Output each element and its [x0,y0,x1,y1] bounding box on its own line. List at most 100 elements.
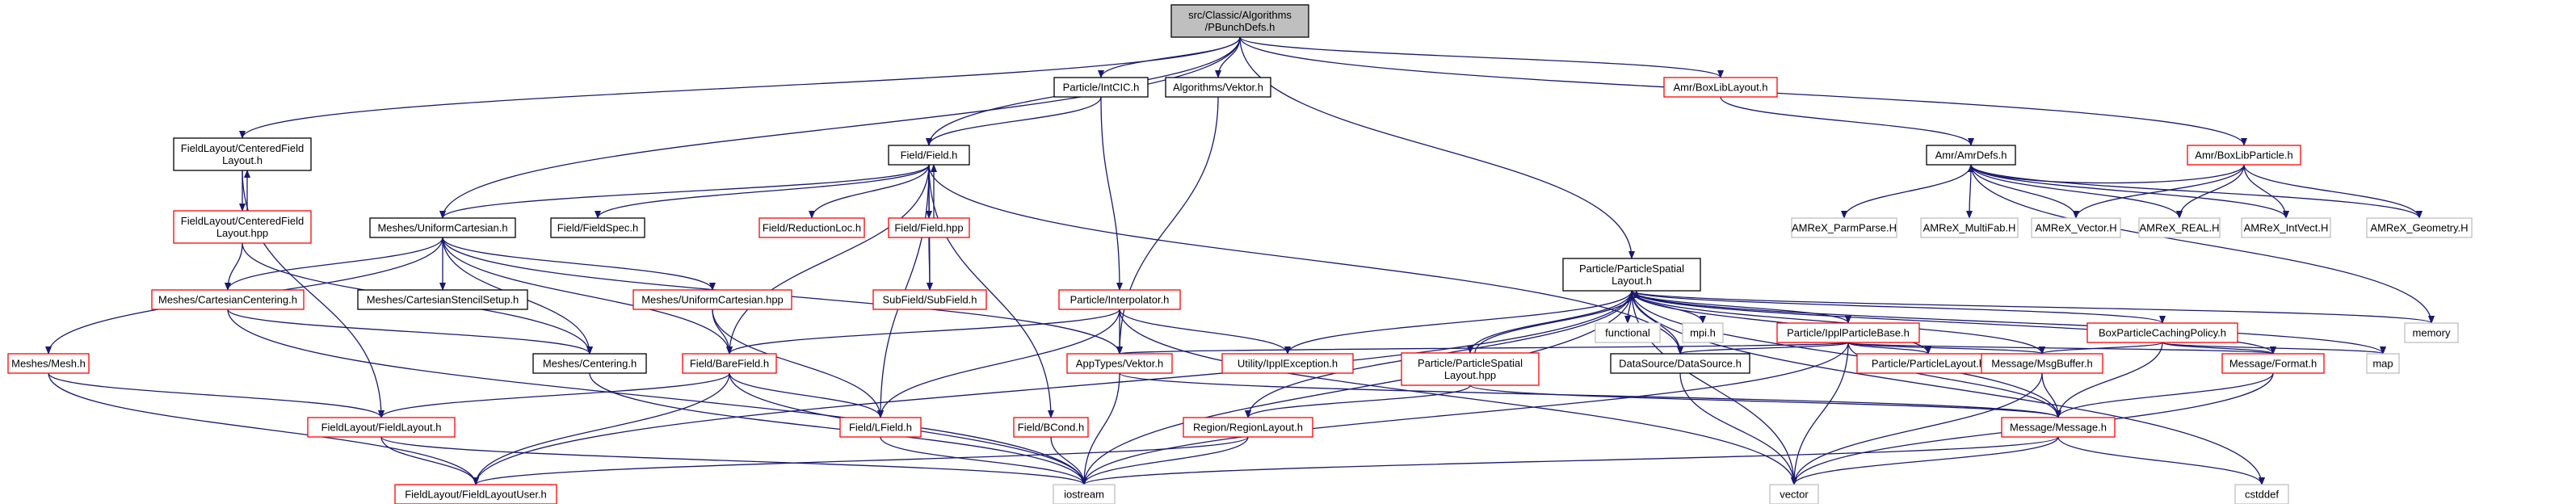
node-box-field-fieldspec[interactable] [550,217,645,238]
node-functional[interactable]: functional [1595,322,1661,343]
node-box-fieldlayout-centeredfieldlayout-h[interactable] [173,137,312,171]
node-message-message[interactable]: Message/Message.h [2001,417,2116,438]
node-field-field-h[interactable]: Field/Field.h [888,145,970,166]
node-field-field-hpp[interactable]: Field/Field.hpp [888,217,970,238]
node-field-reductionloc[interactable]: Field/ReductionLoc.h [759,217,865,238]
node-box-meshes-uniformcartesian-h[interactable] [369,217,516,238]
node-boxparticlecachingpolicy[interactable]: BoxParticleCachingPolicy.h [2086,322,2238,343]
node-box-particle-particlelayout[interactable] [1856,353,2000,374]
node-box-region-regionlayout[interactable] [1183,417,1313,438]
node-box-message-message[interactable] [2001,417,2116,438]
node-box-meshes-centering[interactable] [532,353,647,374]
node-datasource-datasource[interactable]: DataSource/DataSource.h [1610,353,1750,374]
node-amrex-geometry[interactable]: AMReX_Geometry.H [2366,217,2473,238]
node-amrex-intvect[interactable]: AMReX_IntVect.H [2241,217,2331,238]
node-memory[interactable]: memory [2404,322,2459,343]
node-box-message-msgbuffer[interactable] [1981,353,2103,374]
node-meshes-mesh[interactable]: Meshes/Mesh.h [7,353,90,374]
node-box-algorithms-vektor[interactable] [1165,77,1271,98]
node-amr-amrdefs[interactable]: Amr/AmrDefs.h [1926,145,2016,166]
node-meshes-uniformcartesian-h[interactable]: Meshes/UniformCartesian.h [369,217,516,238]
node-field-barefield[interactable]: Field/BareField.h [682,353,777,374]
node-box-message-format[interactable] [2221,353,2325,374]
node-box-amrex-intvect[interactable] [2241,217,2331,238]
node-box-field-reductionloc[interactable] [759,217,865,238]
node-region-regionlayout[interactable]: Region/RegionLayout.h [1183,417,1313,438]
node-box-meshes-cartesiancentering-h[interactable] [151,289,305,310]
node-box-amr-amrdefs[interactable] [1926,145,2016,166]
node-cstddef[interactable]: cstddef [2234,484,2289,504]
node-apptypes-vektor[interactable]: AppTypes/Vektor.h [1066,353,1173,374]
node-box-subfield-subfield[interactable] [872,289,987,310]
node-box-meshes-mesh[interactable] [7,353,90,374]
node-amrex-multifab[interactable]: AMReX_MultiFab.H [1920,217,2019,238]
node-box-amr-boxlibparticle[interactable] [2187,145,2301,166]
node-vector[interactable]: vector [1769,484,1819,504]
node-box-vector[interactable] [1769,484,1819,504]
node-map[interactable]: map [2366,353,2400,374]
node-amrex-vector[interactable]: AMReX_Vector.H [2031,217,2121,238]
node-field-bcond[interactable]: Field/BCond.h [1013,417,1089,438]
node-box-fieldlayout-centeredfieldlayout-hpp[interactable] [173,210,312,244]
node-box-amrex-vector[interactable] [2031,217,2121,238]
node-mpi-h[interactable]: mpi.h [1682,322,1724,343]
node-box-fieldlayout-fieldlayout[interactable] [307,417,456,438]
node-box-cstddef[interactable] [2234,484,2289,504]
node-box-fieldlayout-fieldlayoutuser[interactable] [394,484,557,504]
node-box-field-field-hpp[interactable] [888,217,970,238]
node-particle-interpolator[interactable]: Particle/Interpolator.h [1058,289,1181,310]
node-box-field-lfield[interactable] [839,417,922,438]
node-pbunchdefs[interactable]: src/Classic/Algorithms/PBunchDefs.h [1170,4,1309,38]
node-box-apptypes-vektor[interactable] [1066,353,1173,374]
node-meshes-cartesiancentering-h[interactable]: Meshes/CartesianCentering.h [151,289,305,310]
node-iostream[interactable]: iostream [1053,484,1116,504]
node-box-meshes-cartesianstencilsetup[interactable] [357,289,528,310]
node-box-datasource-datasource[interactable] [1610,353,1750,374]
node-particle-particlelayout[interactable]: Particle/ParticleLayout.h [1856,353,2000,374]
node-message-format[interactable]: Message/Format.h [2221,353,2325,374]
node-box-amrex-geometry[interactable] [2366,217,2473,238]
node-box-functional[interactable] [1595,322,1661,343]
node-fieldlayout-fieldlayoutuser[interactable]: FieldLayout/FieldLayoutUser.h [394,484,557,504]
node-amr-boxlibparticle[interactable]: Amr/BoxLibParticle.h [2187,145,2301,166]
node-box-mpi-h[interactable] [1682,322,1724,343]
node-particle-ipplparticlebase[interactable]: Particle/IpplParticleBase.h [1776,322,1920,343]
node-amrex-real[interactable]: AMReX_REAL.H [2138,217,2221,238]
node-box-particle-interpolator[interactable] [1058,289,1181,310]
node-box-field-bcond[interactable] [1013,417,1089,438]
node-amr-boxliblayout[interactable]: Amr/BoxLibLayout.h [1663,77,1778,98]
node-box-amr-boxliblayout[interactable] [1663,77,1778,98]
node-particle-intcic[interactable]: Particle/IntCIC.h [1053,77,1149,98]
node-box-field-field-h[interactable] [888,145,970,166]
node-algorithms-vektor[interactable]: Algorithms/Vektor.h [1165,77,1271,98]
node-box-field-barefield[interactable] [682,353,777,374]
node-meshes-cartesianstencilsetup[interactable]: Meshes/CartesianStencilSetup.h [357,289,528,310]
node-box-iostream[interactable] [1053,484,1116,504]
node-box-meshes-uniformcartesian-hpp[interactable] [632,289,792,310]
node-box-particle-ipplparticlebase[interactable] [1776,322,1920,343]
node-utility-ipplexception[interactable]: Utility/IpplException.h [1221,353,1354,374]
node-box-particle-intcic[interactable] [1053,77,1149,98]
node-fieldlayout-fieldlayout[interactable]: FieldLayout/FieldLayout.h [307,417,456,438]
node-meshes-uniformcartesian-hpp[interactable]: Meshes/UniformCartesian.hpp [632,289,792,310]
node-box-boxparticlecachingpolicy[interactable] [2086,322,2238,343]
node-meshes-centering[interactable]: Meshes/Centering.h [532,353,647,374]
node-box-map[interactable] [2366,353,2400,374]
node-amrex-parmparse[interactable]: AMReX_ParmParse.H [1791,217,1897,238]
node-box-particle-particlespatiallayout-h[interactable] [1562,258,1701,292]
node-message-msgbuffer[interactable]: Message/MsgBuffer.h [1981,353,2103,374]
node-field-fieldspec[interactable]: Field/FieldSpec.h [550,217,645,238]
node-subfield-subfield[interactable]: SubField/SubField.h [872,289,987,310]
node-box-memory[interactable] [2404,322,2459,343]
node-box-amrex-parmparse[interactable] [1791,217,1897,238]
node-field-lfield[interactable]: Field/LField.h [839,417,922,438]
node-box-pbunchdefs[interactable] [1170,4,1309,38]
node-box-particle-particlespatiallayout-hpp[interactable] [1401,352,1540,386]
node-box-utility-ipplexception[interactable] [1221,353,1354,374]
node-box-amrex-multifab[interactable] [1920,217,2019,238]
node-box-amrex-real[interactable] [2138,217,2221,238]
